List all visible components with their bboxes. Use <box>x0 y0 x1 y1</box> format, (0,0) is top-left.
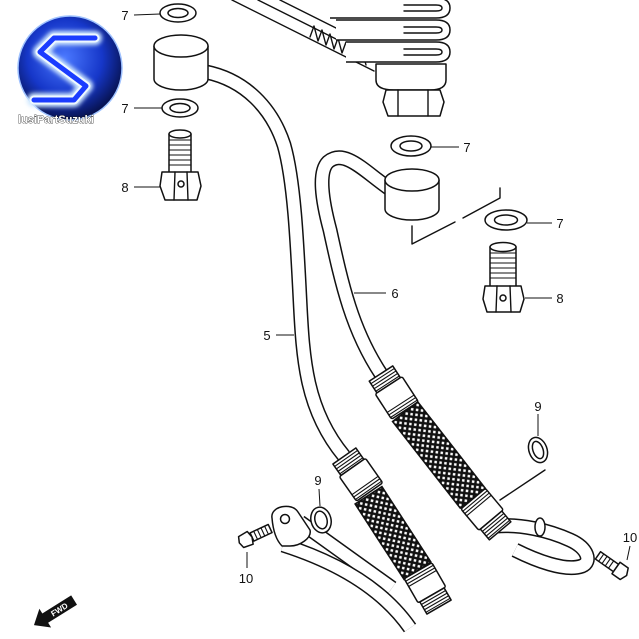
leader-lines <box>133 13 631 568</box>
cooler-fin-plate <box>346 41 451 63</box>
washer <box>484 209 528 231</box>
oil-line-6-braided-hose <box>391 400 487 510</box>
bracket-bar-upper-fill <box>296 517 396 593</box>
o-ring-left <box>310 506 332 534</box>
cooler-fin-plate <box>336 19 451 41</box>
banjo-eye-upper-left <box>153 34 209 91</box>
oil-line-6 <box>314 150 595 576</box>
callout-label: 6 <box>391 286 398 301</box>
washer <box>159 3 197 23</box>
oil-line-6-hairpin-fill <box>495 519 594 574</box>
callout-label: 7 <box>463 140 470 155</box>
exploded-view-marker-line <box>499 469 546 501</box>
cooler-hex-edge <box>397 89 429 117</box>
callout-label: 7 <box>121 101 128 116</box>
oil-line-5-lower-fitting <box>404 562 452 615</box>
oil-line-5-tube-fill <box>204 66 349 460</box>
cooler-fin-slot <box>403 26 443 34</box>
bracket-eye-plate <box>271 505 311 547</box>
callout-label: 7 <box>121 8 128 23</box>
bracket-bar-lower-fill <box>281 539 415 632</box>
forward-arrow-shape <box>33 595 77 628</box>
bracket-eye-hole <box>279 513 291 525</box>
callout-label: 9 <box>534 399 541 414</box>
banjo-eye-right <box>384 168 440 221</box>
cooler-base <box>375 63 447 91</box>
forward-arrow-icon: FWD <box>33 595 77 628</box>
oil-cooler <box>231 0 451 117</box>
logo-watermark-text: lusiPartSuzuki <box>18 114 94 126</box>
washer <box>161 98 199 118</box>
oil-line-6-tube-fill <box>316 151 394 378</box>
cooler-frame-line <box>279 0 337 29</box>
callout-label: 8 <box>556 291 563 306</box>
suzuki-s-logo-icon: lusiPartSuzuki <box>17 15 123 126</box>
banjo-bolt-left <box>159 129 202 201</box>
oil-line-5-upper-fitting <box>332 447 383 502</box>
exploded-view-marker-line <box>411 221 456 245</box>
callout-label: 10 <box>239 571 253 586</box>
washer <box>390 135 432 157</box>
callout-label: 9 <box>314 473 321 488</box>
banjo-bolt-right <box>482 241 525 313</box>
callout-label: 10 <box>623 530 637 545</box>
cooler-fin-plate <box>330 0 451 19</box>
oil-line-5 <box>204 64 452 615</box>
callout-labels: 7 7 8 7 7 8 6 5 9 9 10 10 <box>121 8 637 586</box>
bolt-left <box>237 523 273 549</box>
oil-line-6-clamp-ring <box>534 517 546 537</box>
mounting-bracket <box>271 505 417 633</box>
oil-line-6-lower-fitting <box>460 488 512 541</box>
callout-label: 7 <box>556 216 563 231</box>
cooler-fin-slot <box>403 48 443 56</box>
cooler-hex-fitting <box>382 89 445 117</box>
logo-s-core <box>31 35 98 103</box>
callout-label: 5 <box>263 328 270 343</box>
oil-line-6-upper-fitting <box>368 365 419 420</box>
o-ring-right <box>527 436 549 464</box>
callout-label: 8 <box>121 180 128 195</box>
bolt-right <box>594 550 629 581</box>
cooler-fin-slot <box>403 4 443 12</box>
exploded-view-marker-line <box>462 187 501 219</box>
